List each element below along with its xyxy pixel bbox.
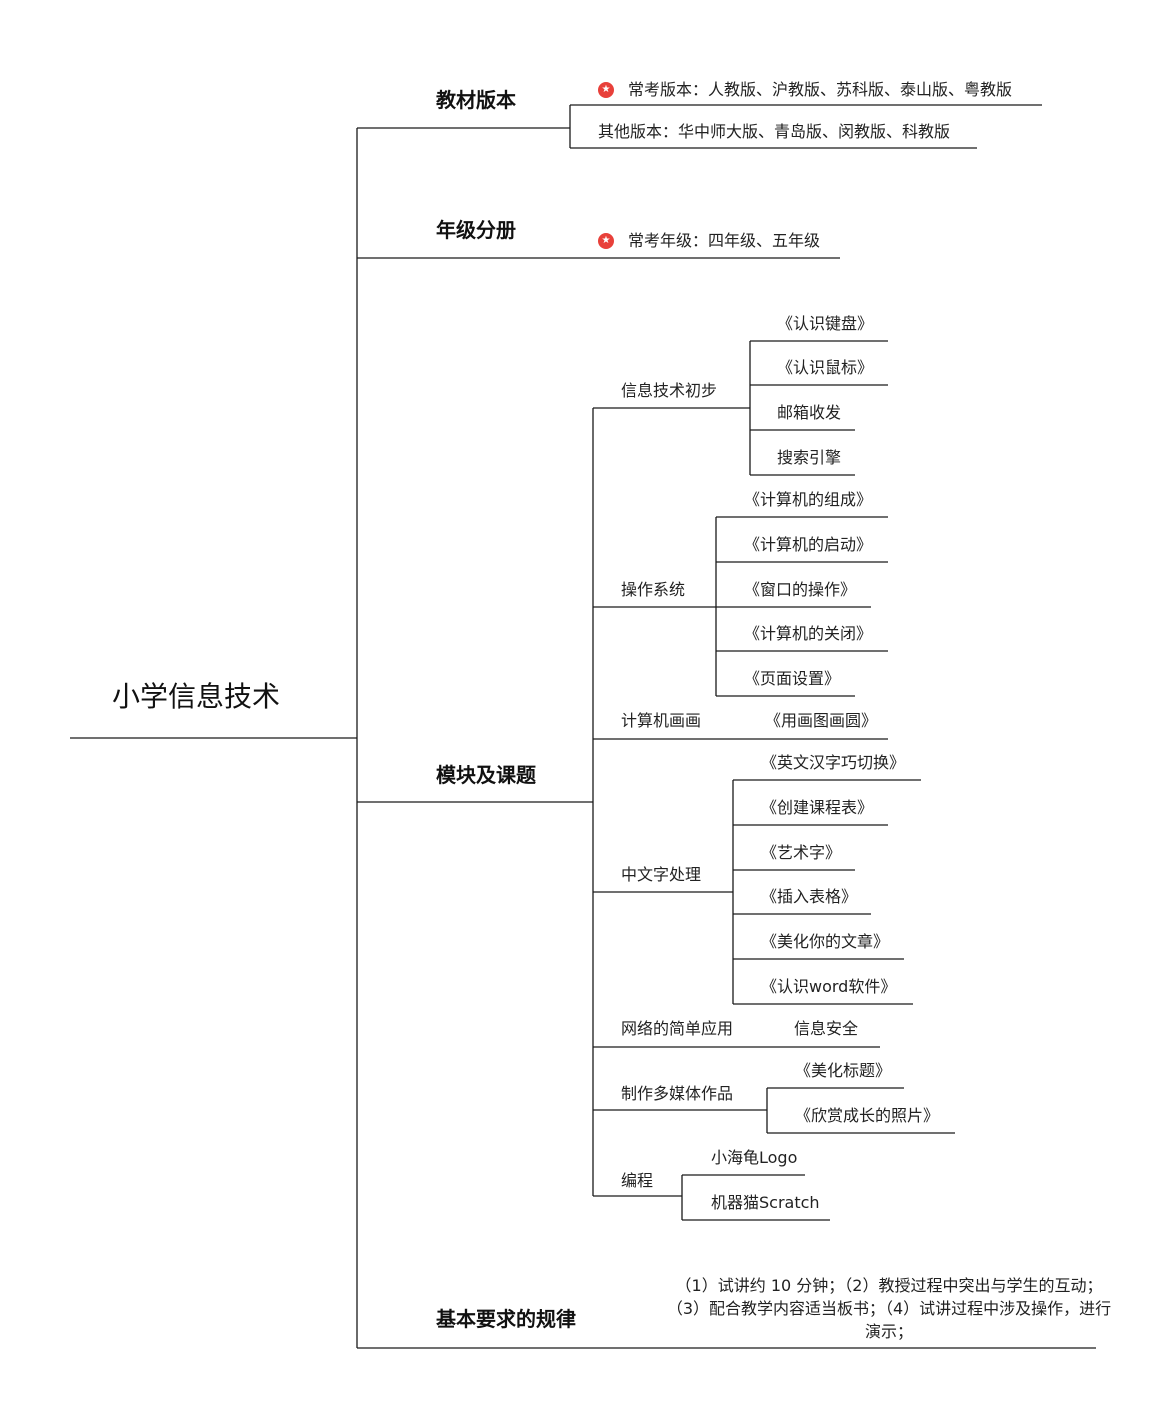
module-group-label: 网络的简单应用 bbox=[621, 1019, 734, 1038]
lesson-item: 机器猫Scratch bbox=[711, 1193, 820, 1212]
branch-requirements-label: 基本要求的规律 bbox=[436, 1307, 576, 1331]
lesson-item: 《美化你的文章》 bbox=[761, 932, 890, 951]
grade-common: 常考年级：四年级、五年级 bbox=[628, 231, 821, 250]
lesson-item: 邮箱收发 bbox=[777, 403, 842, 422]
lesson-item: 《认识word软件》 bbox=[761, 977, 897, 996]
star-badge-icon: ★ bbox=[598, 233, 614, 249]
textbook-common-versions: 常考版本：人教版、沪教版、苏科版、泰山版、粤教版 bbox=[628, 80, 1013, 99]
requirements-note: （1）试讲约 10 分钟；（2）教授过程中突出与学生的互动；（3）配合教学内容适… bbox=[666, 1276, 1112, 1341]
lesson-item: 《创建课程表》 bbox=[761, 798, 874, 817]
lesson-item: 《欣赏成长的照片》 bbox=[795, 1106, 940, 1125]
lesson-item: 《计算机的启动》 bbox=[744, 535, 873, 554]
lesson-item: 《用画图画圆》 bbox=[765, 711, 878, 730]
branch-modules-label: 模块及课题 bbox=[436, 763, 536, 787]
lesson-item: 《窗口的操作》 bbox=[744, 580, 857, 599]
lesson-item: 《英文汉字巧切换》 bbox=[761, 753, 906, 772]
module-group-label: 操作系统 bbox=[621, 580, 686, 599]
lesson-item: 《计算机的关闭》 bbox=[744, 624, 873, 643]
module-group-label: 编程 bbox=[621, 1171, 654, 1190]
lesson-item: 《认识鼠标》 bbox=[777, 358, 874, 377]
lesson-item: 小海龟Logo bbox=[711, 1148, 798, 1167]
module-group-label: 中文字处理 bbox=[621, 865, 702, 884]
module-group-label: 制作多媒体作品 bbox=[621, 1084, 734, 1103]
lesson-item: 《美化标题》 bbox=[795, 1061, 892, 1080]
textbook-other-versions: 其他版本：华中师大版、青岛版、闵教版、科教版 bbox=[598, 122, 951, 141]
lesson-item: 《插入表格》 bbox=[761, 887, 858, 906]
branch-grade-label: 年级分册 bbox=[436, 218, 516, 242]
lesson-item: 《认识键盘》 bbox=[777, 314, 874, 333]
lesson-item: 《计算机的组成》 bbox=[744, 490, 873, 509]
branch-textbook-label: 教材版本 bbox=[436, 88, 516, 112]
lesson-item: 信息安全 bbox=[794, 1019, 859, 1038]
lesson-item: 《页面设置》 bbox=[744, 669, 841, 688]
lesson-item: 《艺术字》 bbox=[761, 843, 842, 862]
root-topic: 小学信息技术 bbox=[112, 680, 281, 713]
lesson-item: 搜索引擎 bbox=[777, 448, 842, 467]
module-group-label: 计算机画画 bbox=[621, 711, 702, 730]
module-group-label: 信息技术初步 bbox=[621, 381, 718, 400]
star-badge-icon: ★ bbox=[598, 82, 614, 98]
